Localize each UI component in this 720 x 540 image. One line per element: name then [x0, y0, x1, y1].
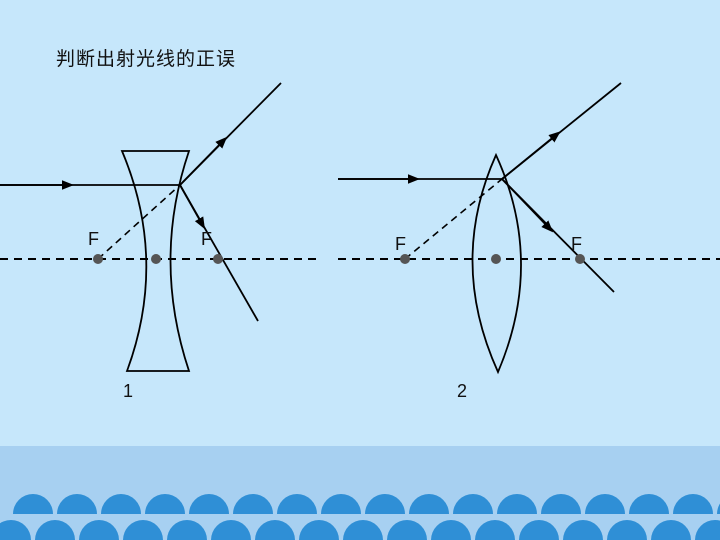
wave-bump [299, 520, 339, 540]
wave-bump [497, 494, 537, 514]
outgoing-ray-1-up-arrow [179, 136, 228, 186]
wave-bump [453, 494, 493, 514]
wave-bump [519, 520, 559, 540]
wave-bump [189, 494, 229, 514]
focal-point-left-2 [400, 254, 410, 264]
wave-bump [717, 503, 720, 514]
wave-bump [101, 494, 141, 514]
wave-decoration [0, 494, 720, 540]
wave-bump [365, 494, 405, 514]
wave-bump [651, 520, 691, 540]
focus-label-right-2: F [571, 234, 582, 254]
optical-center-1 [151, 254, 161, 264]
wave-bump [321, 494, 361, 514]
wave-bump [57, 494, 97, 514]
focus-label-right-1: F [201, 229, 212, 249]
outgoing-ray-2-down-arrow [501, 178, 554, 233]
wave-bump [673, 494, 713, 514]
focal-point-right-1 [213, 254, 223, 264]
wave-bump [79, 520, 119, 540]
focus-label-left-1: F [88, 229, 99, 249]
diagram-number-1: 1 [123, 381, 134, 401]
focus-label-left-2: F [395, 234, 406, 254]
concave-lens-diagram [0, 82, 320, 372]
wave-bump [629, 494, 669, 514]
focal-point-right-2 [575, 254, 585, 264]
wave-bump [431, 520, 471, 540]
wave-bump [255, 520, 295, 540]
wave-bump [123, 520, 163, 540]
diagram-number-2: 2 [457, 381, 468, 401]
wave-bump [563, 520, 603, 540]
page-title: 判断出射光线的正误 [56, 48, 237, 70]
convex-lens [471, 152, 522, 375]
wave-bump [695, 520, 720, 540]
wave-bump [167, 520, 207, 540]
wave-bump [145, 494, 185, 514]
outgoing-ray-2-up-arrow [501, 131, 561, 180]
outgoing-ray-1-down-arrow [179, 184, 205, 230]
wave-bump [211, 520, 251, 540]
wave-bump [475, 520, 515, 540]
wave-bump [13, 494, 53, 514]
wave-bump [585, 494, 625, 514]
wave-bump [0, 520, 31, 540]
concave-lens [120, 150, 191, 372]
wave-bump [387, 520, 427, 540]
convex-lens-diagram [338, 82, 720, 375]
extension-line-2 [404, 178, 503, 260]
wave-bump [35, 520, 75, 540]
wave-bump [409, 494, 449, 514]
wave-bump [277, 494, 317, 514]
optical-center-2 [491, 254, 501, 264]
wave-bump [607, 520, 647, 540]
wave-bump [233, 494, 273, 514]
extension-line-1 [97, 184, 181, 260]
focal-point-left-1 [93, 254, 103, 264]
wave-bump [541, 494, 581, 514]
wave-bump [343, 520, 383, 540]
